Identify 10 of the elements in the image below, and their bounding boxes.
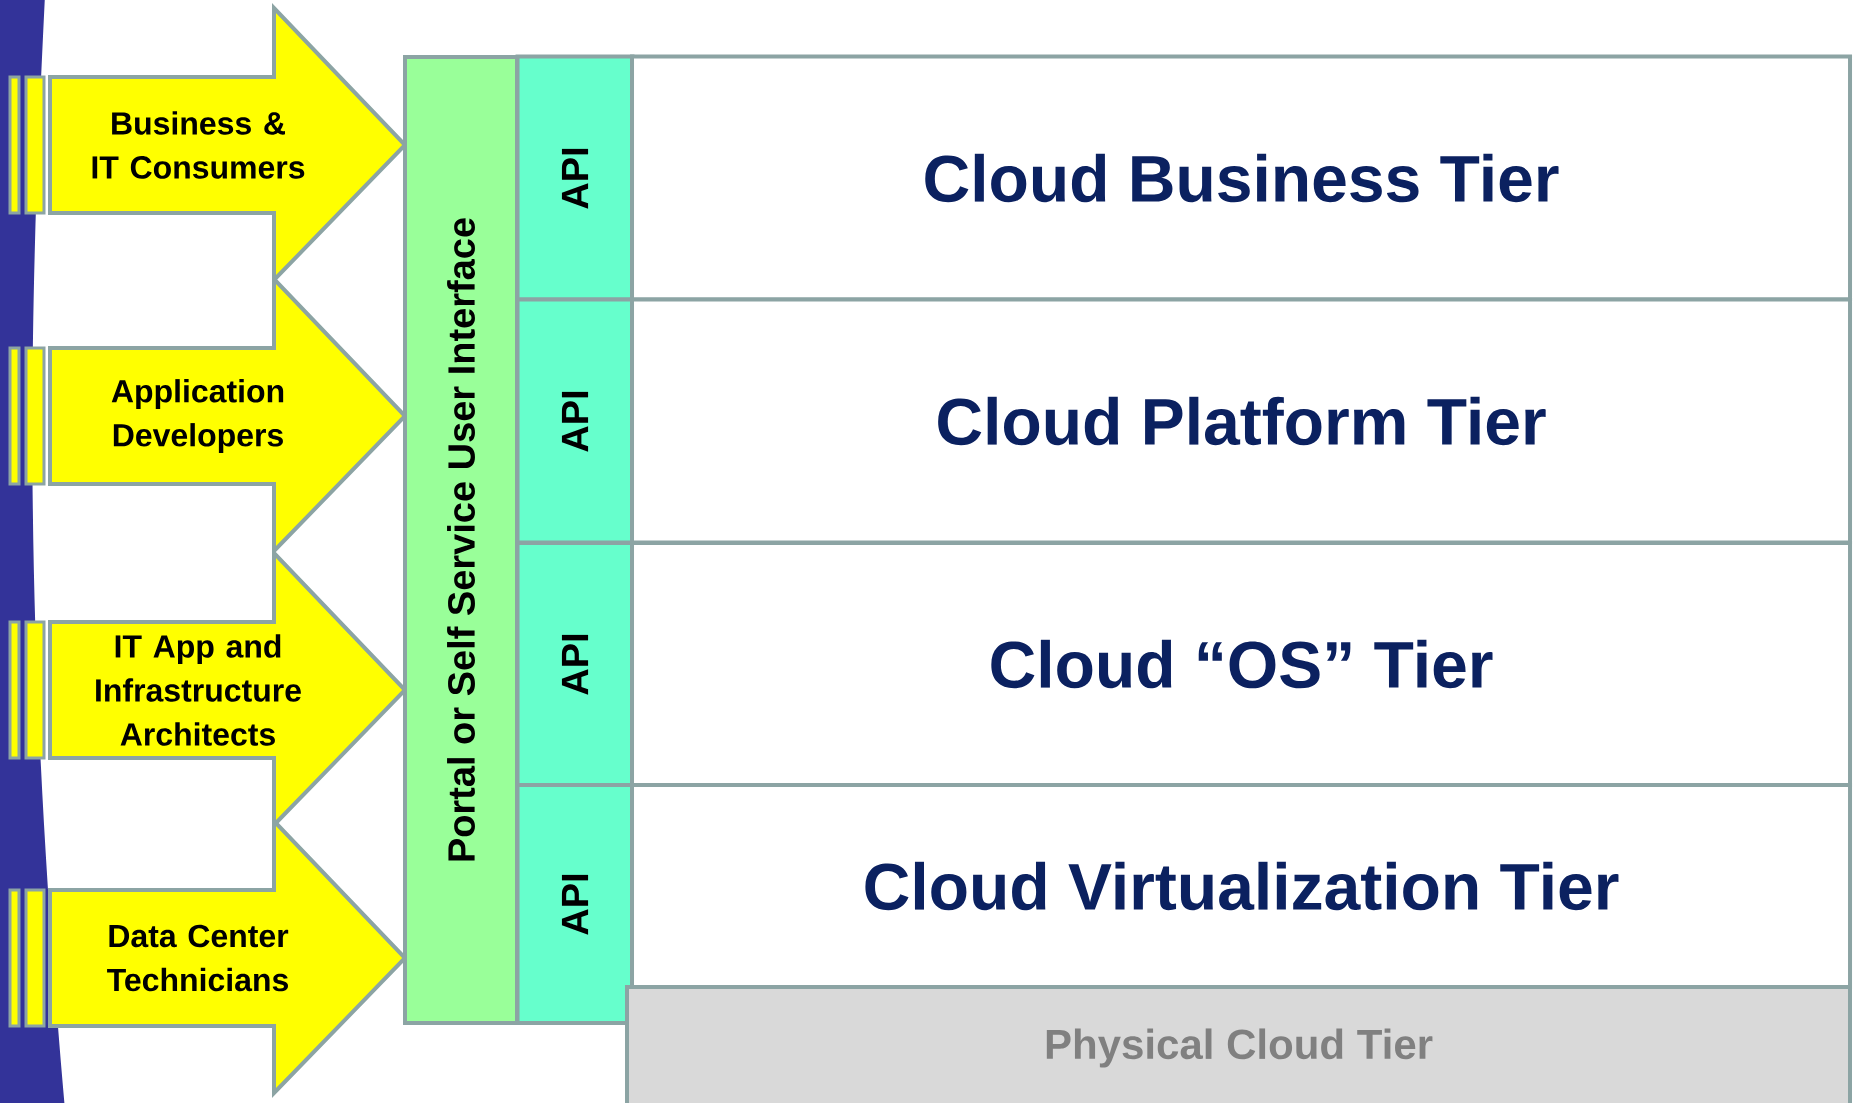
tier-box: Cloud Virtualization Tier <box>630 783 1853 989</box>
api-box: API <box>515 783 635 1025</box>
api-box: API <box>515 54 635 302</box>
tier-box: Cloud Platform Tier <box>630 297 1853 545</box>
tier-box: Cloud Business Tier <box>630 54 1853 302</box>
api-box: API <box>515 541 635 787</box>
api-box: API <box>515 297 635 545</box>
tier-box: Cloud “OS” Tier <box>630 541 1853 787</box>
physical-tier-box: Physical Cloud Tier <box>625 985 1853 1103</box>
portal-bar: Portal or Self Service User Interface <box>403 55 519 1025</box>
